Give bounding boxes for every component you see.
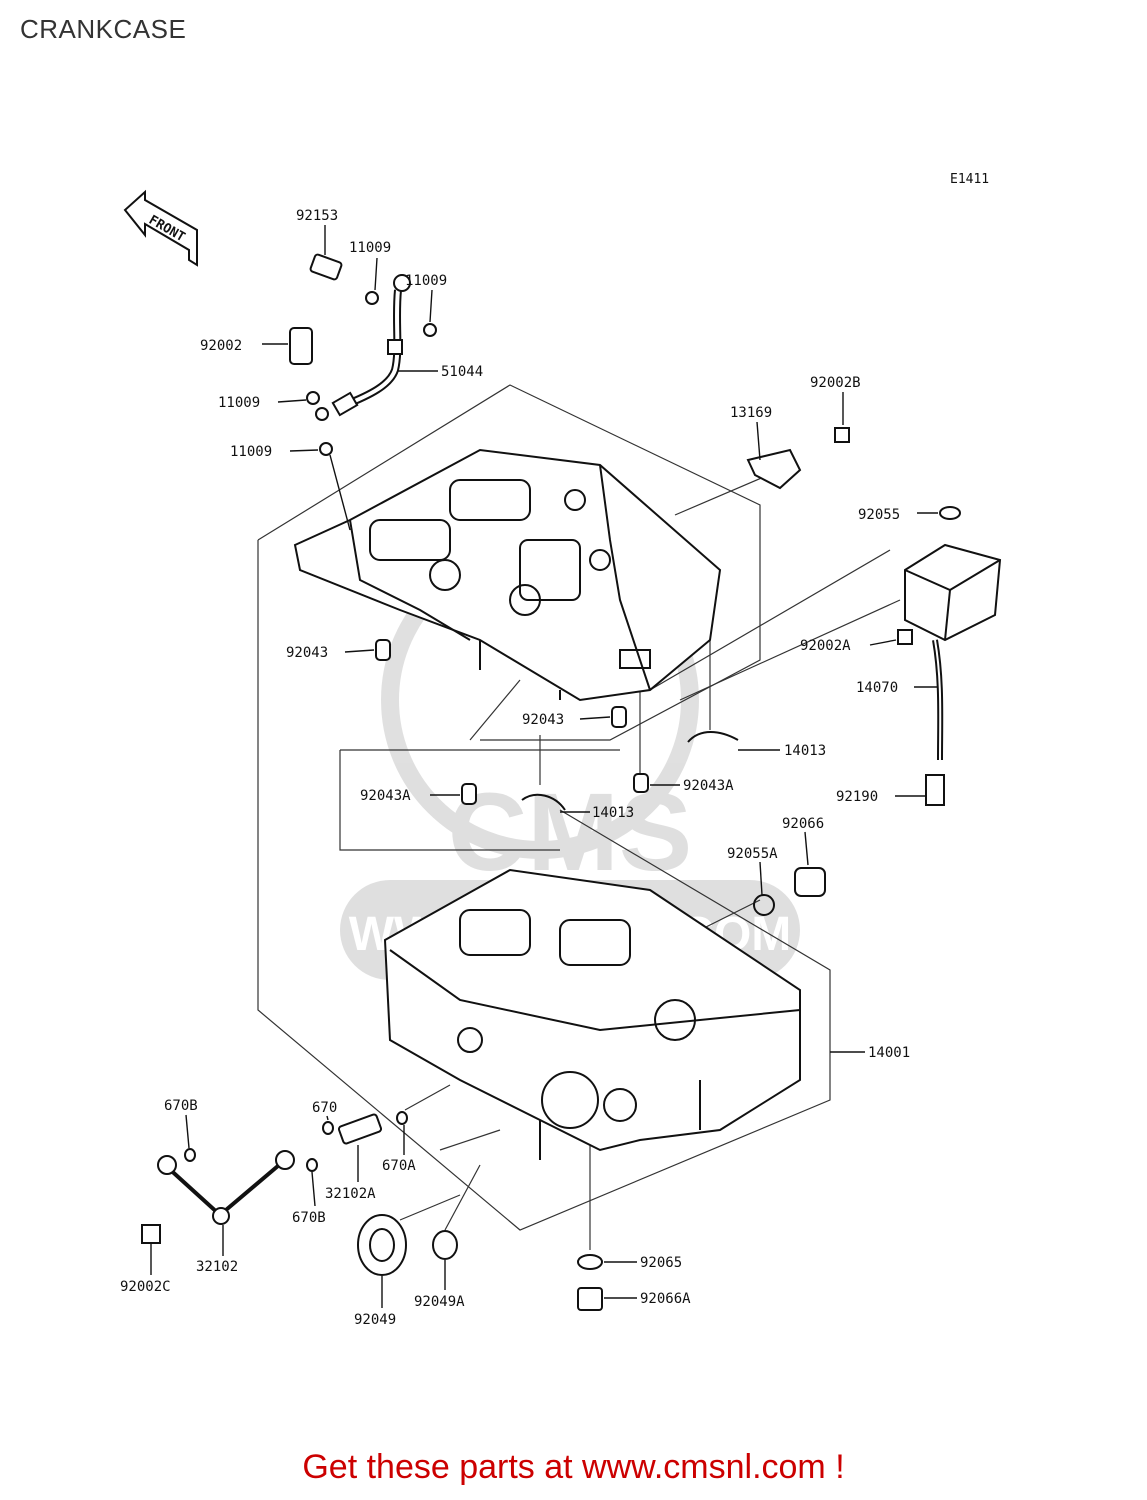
seal-92049-icon — [357, 1214, 407, 1276]
part-label: 14013 — [592, 805, 634, 821]
part-label: 11009 — [405, 273, 447, 289]
washer-icon — [319, 442, 333, 456]
part-label: 670B — [164, 1098, 198, 1114]
lower-crankcase — [383, 868, 801, 1160]
part-label: 92002C — [120, 1279, 171, 1295]
oring-670-icon — [322, 1121, 334, 1135]
part-label: 13169 — [730, 405, 772, 421]
diagram-code: E1411 — [950, 172, 990, 187]
footer-link-text[interactable]: Get these parts at www.cmsnl.com ! — [302, 1448, 845, 1486]
part-label: 670B — [292, 1210, 326, 1226]
part-label: 92049 — [354, 1312, 396, 1328]
part-labels: 92153 11009 11009 92002 51044 11009 1100… — [120, 208, 910, 1328]
assembly-boundaries — [257, 384, 901, 1250]
dowel-icon — [633, 773, 649, 793]
front-arrow-icon: FRONT — [123, 189, 198, 267]
bearing-half-icon — [521, 793, 566, 811]
oring-670b-icon — [306, 1158, 318, 1172]
part-label: 670A — [382, 1158, 416, 1174]
part-label: 92043 — [286, 645, 328, 661]
dowel-icon — [461, 783, 477, 805]
part-label: 670 — [312, 1100, 337, 1116]
pipe-32102a-icon — [337, 1113, 383, 1145]
upper-crankcase — [293, 448, 722, 702]
small-parts — [141, 253, 961, 1311]
part-label: 92190 — [836, 789, 878, 805]
part-label: 11009 — [230, 444, 272, 460]
plug-92066a-icon — [577, 1287, 603, 1311]
leader-lines — [150, 225, 938, 1308]
part-label: 92066 — [782, 816, 824, 832]
page-title: CRANKCASE — [20, 14, 187, 44]
oil-hose — [315, 274, 411, 421]
part-label: 14001 — [868, 1045, 910, 1061]
part-label: 92055 — [858, 507, 900, 523]
seal-92049a-icon — [432, 1230, 458, 1260]
washer-icon — [365, 291, 379, 305]
part-label: 92002A — [800, 638, 851, 654]
oring-670b-icon — [184, 1148, 196, 1162]
bolt-92002b-icon — [834, 427, 850, 443]
part-label: 92043A — [360, 788, 411, 804]
oring-670a-icon — [396, 1111, 408, 1125]
pipe-32102-icon — [163, 1158, 287, 1218]
filter-92190-icon — [925, 774, 945, 806]
bolt-92002a-icon — [897, 629, 913, 645]
part-label: 92043 — [522, 712, 564, 728]
bolt-92153-icon — [309, 253, 343, 281]
bolt-92002-icon — [289, 327, 313, 365]
dowel-icon — [375, 639, 391, 661]
part-label: 32102 — [196, 1259, 238, 1275]
washer-92055-icon — [939, 506, 961, 520]
part-label: 92049A — [414, 1294, 465, 1310]
part-label: 92043A — [683, 778, 734, 794]
part-label: 11009 — [349, 240, 391, 256]
part-label: 92153 — [296, 208, 338, 224]
part-label: 92002 — [200, 338, 242, 354]
part-label: 92065 — [640, 1255, 682, 1271]
bracket-13169-icon — [746, 448, 802, 490]
bearing-half-icon — [687, 731, 739, 743]
oring-92055a-icon — [753, 894, 775, 916]
oil-breather-box — [904, 543, 1002, 761]
part-label: 32102A — [325, 1186, 376, 1202]
plug-92066-icon — [794, 867, 826, 897]
part-label: 92002B — [810, 375, 861, 391]
part-label: 92066A — [640, 1291, 691, 1307]
part-label: 11009 — [218, 395, 260, 411]
bolt-92002c-icon — [141, 1224, 161, 1244]
part-label: 51044 — [441, 364, 483, 380]
washer-icon — [423, 323, 437, 337]
watermark-text: CMS — [448, 771, 692, 894]
part-label: 14070 — [856, 680, 898, 696]
part-label: 92055A — [727, 846, 778, 862]
washer-icon — [306, 391, 320, 405]
part-label: 14013 — [784, 743, 826, 759]
dowel-icon — [611, 706, 627, 728]
washer-92065-icon — [577, 1254, 603, 1270]
